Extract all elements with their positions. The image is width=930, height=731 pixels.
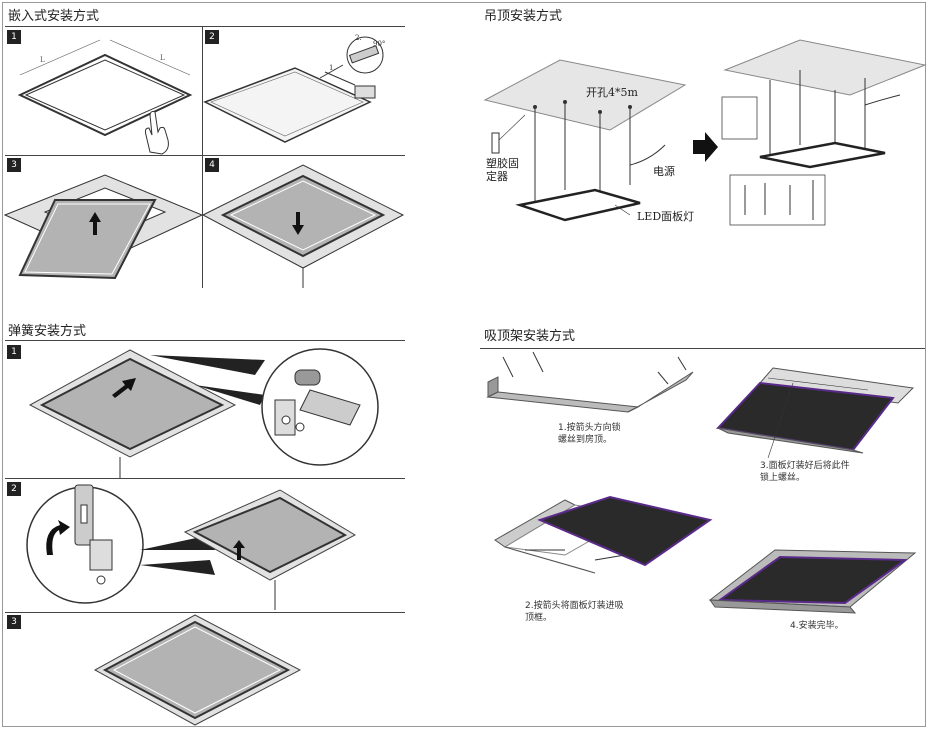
embedded-step3-illustration xyxy=(3,174,204,280)
embedded-step-2: 2 xyxy=(205,30,219,44)
surface-caption-2-line1: 2.按箭头将面板灯装进吸 xyxy=(525,601,624,611)
svg-text:L: L xyxy=(40,56,45,64)
plastic-fixer-label-line1: 塑胶固 xyxy=(486,157,519,170)
connector-step-1-label: 1. xyxy=(329,64,336,72)
spring-step-3: 3 xyxy=(7,615,21,629)
connector-angle-label: 90° xyxy=(373,40,385,48)
spring-step2-illustration xyxy=(26,484,357,610)
embedded-step4-illustration xyxy=(201,164,405,288)
diagonal-arrow-icon xyxy=(112,378,136,398)
spring-rule-3 xyxy=(5,612,405,613)
surface-step2-illustration xyxy=(494,495,713,574)
spring-top-rule xyxy=(5,340,405,341)
rotate-arrow-icon xyxy=(46,520,70,555)
surface-frame-title: 吸顶架安装方式 xyxy=(484,329,576,344)
embedded-step-4: 4 xyxy=(205,158,219,172)
hand-icon xyxy=(144,110,169,155)
right-arrow-icon xyxy=(693,132,718,162)
embedded-top-rule xyxy=(5,26,405,27)
embedded-step1-illustration: L L xyxy=(17,39,193,155)
surface-caption-1-line1: 1.按箭头方向锁 xyxy=(558,423,621,433)
svg-text:L: L xyxy=(160,54,165,62)
embedded-step2-illustration: 2. 90° 1. xyxy=(203,34,385,143)
up-arrow-icon xyxy=(89,212,101,235)
surface-step3-illustration xyxy=(715,367,915,459)
spring-step1-illustration xyxy=(28,348,379,478)
surface-step1-illustration xyxy=(486,351,694,413)
surface-frame-rule xyxy=(480,348,925,349)
spring-step-1: 1 xyxy=(7,345,21,359)
surface-caption-4: 4.安装完毕。 xyxy=(790,621,844,631)
surface-caption-3-line2: 锁上螺丝。 xyxy=(760,473,806,483)
surface-step4-illustration xyxy=(708,549,917,614)
spring-title: 弹簧安装方式 xyxy=(8,324,87,339)
plastic-fixer-label-line2: 定器 xyxy=(486,170,508,183)
embedded-divider xyxy=(202,26,203,288)
spring-up-arrow-icon xyxy=(233,540,245,560)
surface-caption-3-line1: 3.面板灯装好后将此件 xyxy=(760,461,850,471)
surface-caption-2-line2: 顶框。 xyxy=(525,613,553,623)
spring-step-2: 2 xyxy=(7,482,21,496)
suspended-title: 吊顶安装方式 xyxy=(484,9,563,24)
embedded-step-1: 1 xyxy=(7,30,21,44)
suspended-illustration xyxy=(483,39,927,226)
connector-step-2-label: 2. xyxy=(355,34,362,42)
hole-size-label: 开孔4*5m xyxy=(586,86,638,99)
down-arrow-icon xyxy=(292,212,304,235)
embedded-step-3: 3 xyxy=(7,158,21,172)
spring-step3-illustration xyxy=(93,614,302,726)
power-label: 电源 xyxy=(653,165,675,178)
surface-caption-1-line2: 螺丝到房顶。 xyxy=(558,435,613,445)
embedded-mid-rule xyxy=(5,155,405,156)
led-panel-label: LED面板灯 xyxy=(637,210,695,223)
spring-rule-2 xyxy=(5,478,405,479)
embedded-title: 嵌入式安装方式 xyxy=(8,9,100,24)
